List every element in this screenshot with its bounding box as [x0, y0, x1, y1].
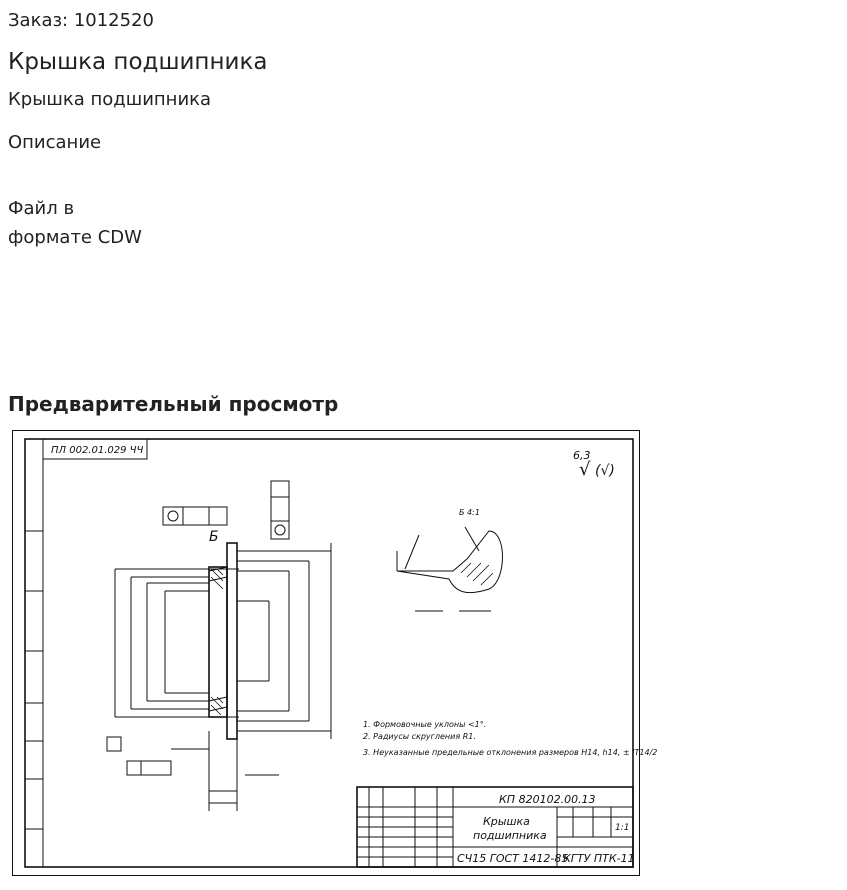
detail-view — [396, 526, 503, 612]
roughness-value: 6,3 — [573, 449, 591, 462]
title-block-org: КГТУ ПТК-11 — [563, 852, 635, 865]
title-block-scale: 1:1 — [615, 823, 629, 833]
top-stamp-text: ПЛ 002.01.029 ЧЧ — [51, 445, 144, 456]
order-number: Заказ: 1012520 — [8, 10, 154, 31]
section-label: Б — [209, 529, 219, 545]
top-stamp — [42, 438, 148, 460]
title-block-name-1: Крышка — [483, 815, 530, 828]
title-block — [356, 786, 634, 868]
part-section-view — [106, 480, 332, 811]
file-format-line-2: формате CDW — [8, 227, 142, 248]
note-2: 2. Радиусы скругления R1. — [363, 732, 476, 741]
description-label: Описание — [8, 132, 102, 153]
note-1: 1. Формовочные уклоны <1°. — [363, 720, 486, 729]
note-3: 3. Неуказанные предельные отклонения раз… — [363, 748, 657, 757]
drawing-border — [24, 438, 634, 868]
detail-label: Б 4:1 — [459, 508, 480, 517]
title-block-material: СЧ15 ГОСТ 1412-85 — [457, 852, 568, 865]
file-format-note: Файл в формате CDW — [8, 194, 142, 252]
preview-heading: Предварительный просмотр — [8, 392, 339, 416]
roughness-suffix: (√) — [595, 463, 615, 479]
title-block-code: КП 820102.00.13 — [499, 793, 596, 806]
file-format-line-1: Файл в — [8, 198, 75, 219]
technical-drawing: ПЛ 002.01.029 ЧЧ 6,3 √ (√) Б Б 4:1 1. Фо… — [24, 438, 657, 868]
preview-drawing-image[interactable]: ПЛ 002.01.029 ЧЧ 6,3 √ (√) Б Б 4:1 1. Фо… — [12, 430, 657, 876]
roughness-check-icon: √ — [579, 459, 591, 480]
product-subtitle: Крышка подшипника — [8, 89, 212, 110]
title-block-name-2: подшипника — [473, 829, 547, 842]
product-title: Крышка подшипника — [8, 49, 268, 75]
